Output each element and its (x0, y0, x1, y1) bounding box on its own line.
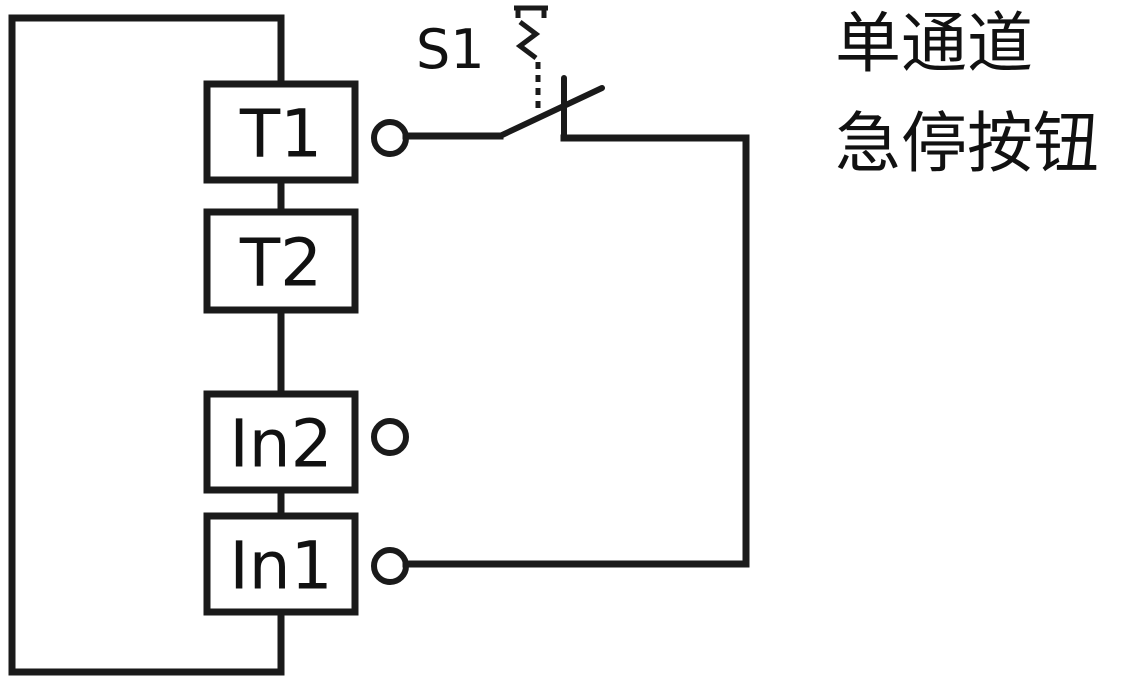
terminal-label-in2: In2 (229, 406, 332, 483)
mushroom-button-icon (514, 5, 548, 60)
emergency-stop-switch: S1 (416, 5, 605, 141)
caption-line-1: 单通道 (835, 5, 1033, 82)
node-circle-in1 (371, 547, 409, 585)
node-circle-in2 (371, 418, 409, 456)
switch-label: S1 (416, 18, 485, 81)
terminal-block-in2: In2 (203, 390, 359, 494)
terminal-label-t2: T2 (239, 225, 322, 302)
loop-wire (8, 14, 285, 676)
caption-line-2: 急停按钮 (835, 105, 1099, 182)
switch-blade (497, 85, 605, 139)
wire-switch-to-in1 (402, 134, 750, 568)
terminal-block-t2: T2 (203, 208, 359, 314)
terminal-label-in1: In1 (229, 528, 332, 605)
node-circle-t1 (371, 119, 409, 157)
terminal-block-in1: In1 (203, 512, 359, 616)
terminal-block-t1: T1 (203, 80, 359, 184)
terminal-label-t1: T1 (239, 96, 322, 173)
